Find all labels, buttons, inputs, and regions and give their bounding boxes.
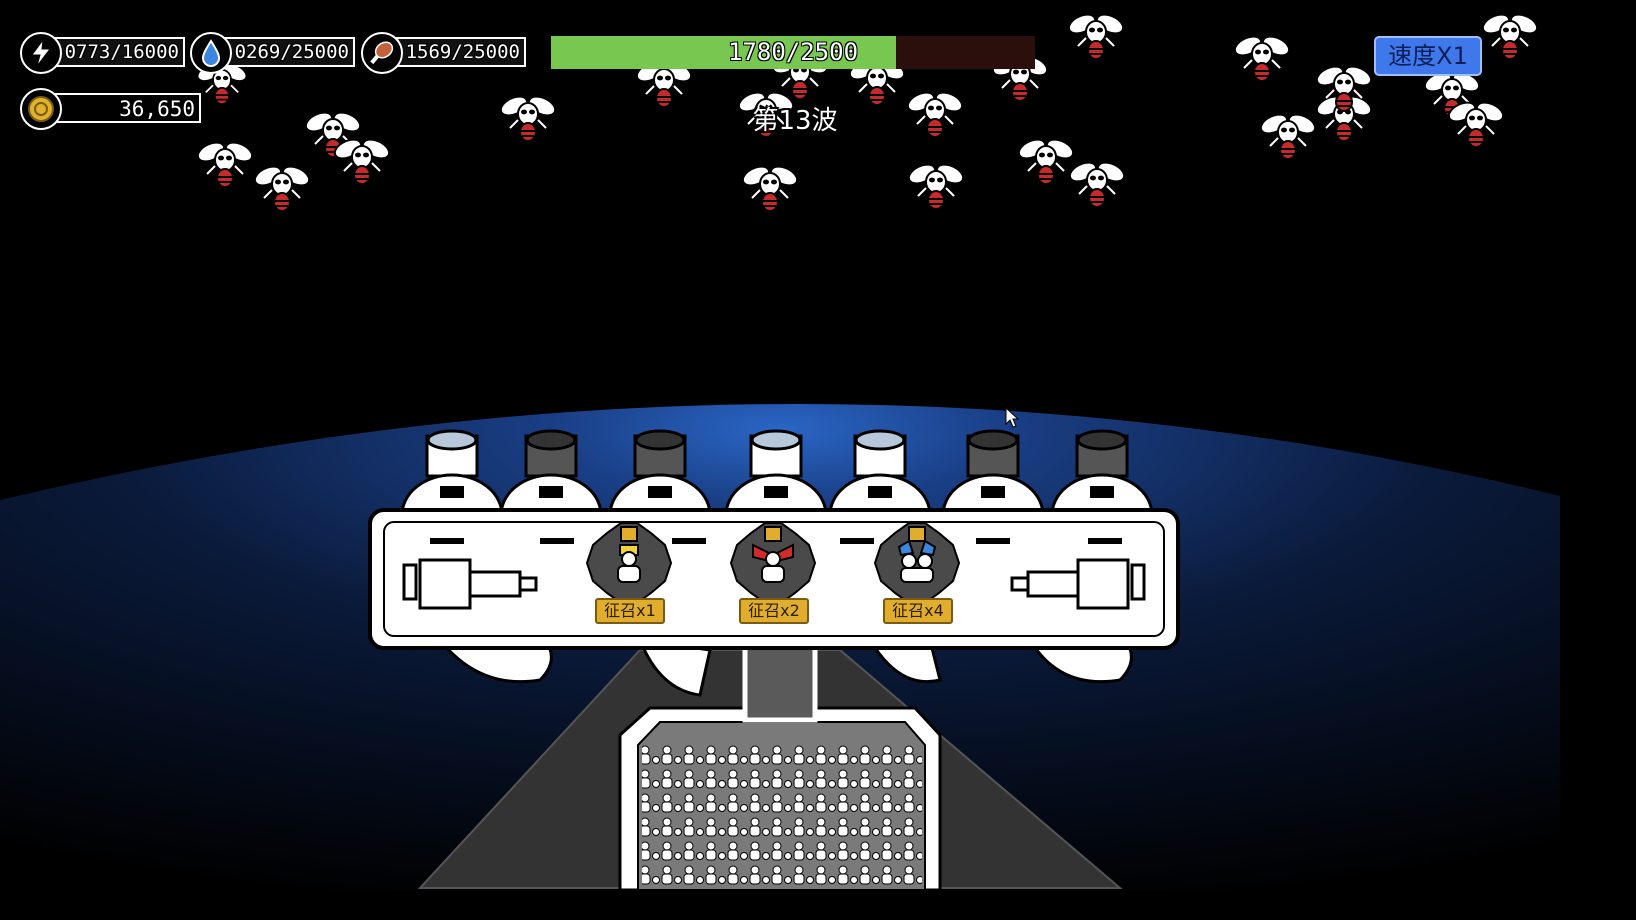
meat-icon <box>361 32 403 74</box>
speed-button[interactable]: 速度X1 <box>1374 36 1482 76</box>
water-drop-icon <box>190 32 232 74</box>
energy-text: 0773/16000 <box>64 41 179 63</box>
coin-text: 36,650 <box>119 97 195 121</box>
turret-7 <box>1075 429 1129 478</box>
turret-3 <box>633 429 687 478</box>
turret-row <box>425 429 1129 478</box>
turret-5 <box>853 429 907 478</box>
recruit-x2-button[interactable]: 征召x2 <box>739 598 809 624</box>
energy-resource: 0773/16000 <box>20 32 185 74</box>
coin-icon <box>20 88 62 130</box>
recruit-gear-2 <box>729 522 817 604</box>
recruit-gear-1 <box>585 522 673 604</box>
food-resource: 1569/25000 <box>361 32 526 74</box>
water-text: 0269/25000 <box>234 41 349 63</box>
recruit-x1-button[interactable]: 征召x1 <box>595 598 665 624</box>
recruit-gear-3 <box>873 522 961 604</box>
mouse-cursor <box>1005 406 1020 428</box>
turret-6 <box>966 429 1020 478</box>
base-health-bar: 1780/2500 <box>551 36 1035 69</box>
coin-resource: 36,650 <box>20 88 201 130</box>
corridor <box>742 637 818 723</box>
recruit-x4-button[interactable]: 征召x4 <box>883 598 953 624</box>
water-resource: 0269/25000 <box>190 32 355 74</box>
food-text: 1569/25000 <box>405 41 520 63</box>
wave-label: 第13波 <box>752 106 838 136</box>
right-cannon <box>1010 558 1146 610</box>
health-text: 1780/2500 <box>727 38 859 66</box>
left-cannon <box>402 558 538 610</box>
health-fill <box>551 36 896 69</box>
turret-1 <box>425 429 479 478</box>
turret-2 <box>524 429 578 478</box>
turret-4 <box>749 429 803 478</box>
lightning-icon <box>20 32 62 74</box>
